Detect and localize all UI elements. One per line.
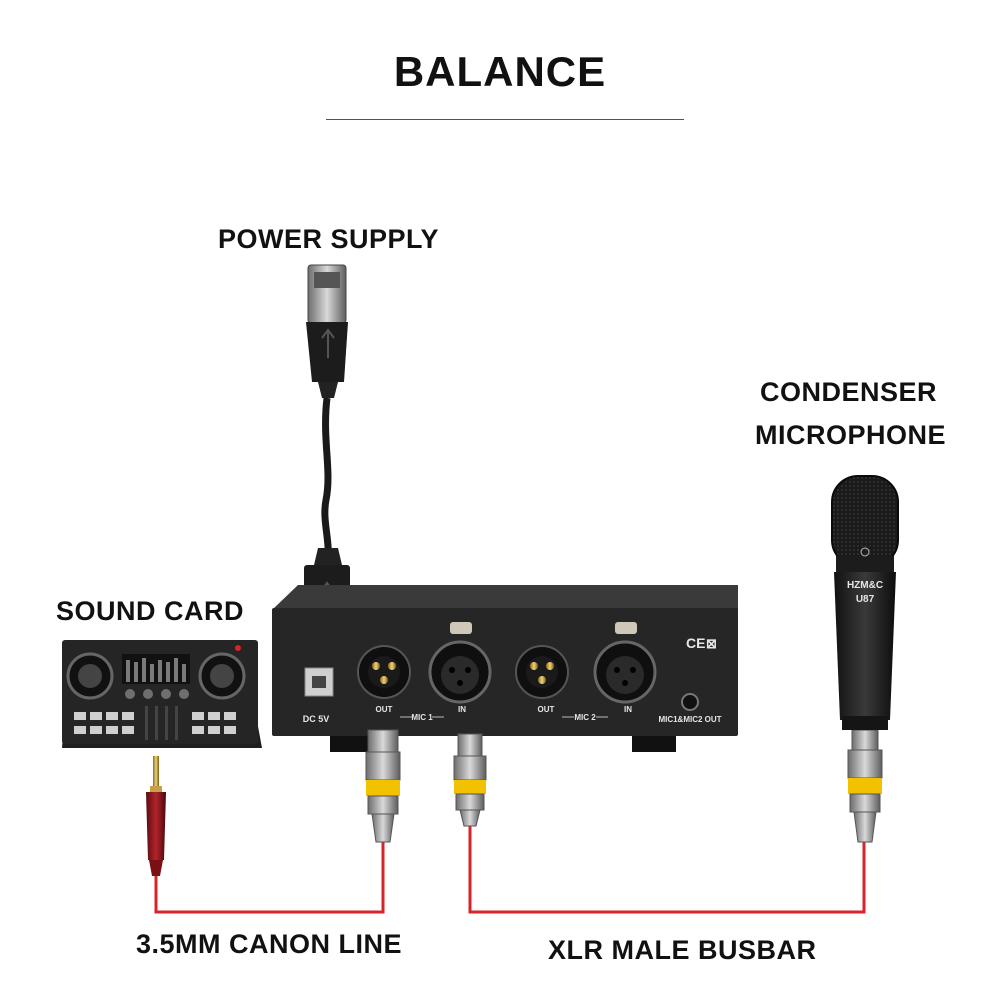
sound-card: [62, 640, 262, 748]
in1-label: IN: [458, 705, 466, 714]
ce-mark: CE: [686, 635, 705, 651]
out2-label: OUT: [538, 705, 555, 714]
usb-cable: [304, 265, 350, 635]
red-cable-xlr-busbar: [470, 820, 864, 912]
out1-label: OUT: [376, 705, 393, 714]
xlr-plug-male-middle: [454, 734, 486, 826]
preamp-device: DC 5V CE ⊠ OUT MIC 1 IN OUT MIC 2 IN MIC…: [272, 585, 738, 752]
dc-label: DC 5V: [303, 714, 330, 724]
in2-label: IN: [624, 705, 632, 714]
xlr-plug-female-left: [366, 730, 400, 842]
mic-model: U87: [856, 594, 875, 605]
red-cable-canon: [156, 842, 383, 912]
condenser-microphone: HZM&C U87: [832, 476, 898, 730]
mix-out-label: MIC1&MIC2 OUT: [658, 715, 721, 724]
mic-brand: HZM&C: [847, 580, 883, 591]
jack-plug-3-5mm: [146, 756, 166, 876]
mic2-label: MIC 2: [574, 713, 596, 722]
xlr-plug-mic: [848, 730, 882, 842]
mic1-label: MIC 1: [411, 713, 433, 722]
weee-icon: ⊠: [706, 636, 717, 651]
